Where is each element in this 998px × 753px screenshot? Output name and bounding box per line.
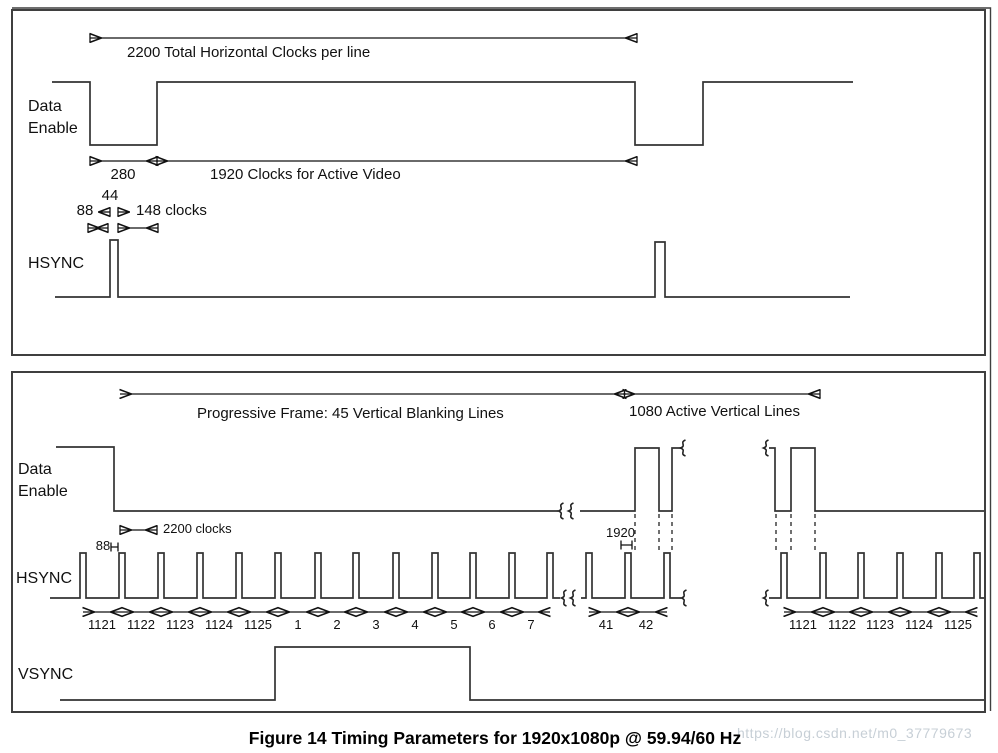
ticks-total: [89, 33, 638, 43]
line-number: 2: [333, 617, 341, 632]
ticks-88-148: [87, 223, 159, 233]
front-porch-88-label: 88: [76, 202, 94, 219]
active-vertical-lines-label: 1080 Active Vertical Lines: [629, 403, 800, 420]
line-number: 7: [527, 617, 535, 632]
data-enable-signal-label-bottom-1: Data: [18, 461, 52, 478]
sync-width-44-label: 44: [101, 187, 119, 204]
line-number: 1121: [789, 617, 817, 632]
line-number: 1122: [127, 617, 155, 632]
data-enable-signal-label-top-1: Data: [28, 98, 62, 115]
hsync-waveform-bottom-left: [50, 552, 560, 599]
line-number: 1124: [205, 617, 233, 632]
line-number: 1125: [244, 617, 272, 632]
line-number: 1121: [88, 617, 116, 632]
bracket-1920: [620, 540, 633, 550]
hsync-waveform-bottom-mid: [581, 552, 681, 599]
vsync-waveform: [60, 646, 984, 701]
vertical-blanking-lines-label: Progressive Frame: 45 Vertical Blanking …: [197, 405, 504, 422]
blanking-280-label: 280: [110, 166, 136, 183]
total-horizontal-clocks-label: 2200 Total Horizontal Clocks per line: [127, 44, 371, 61]
line-number: 4: [411, 617, 419, 632]
ticks-44: [109, 207, 119, 217]
watermark-text: https://blog.csdn.net/m0_37779673: [737, 725, 973, 741]
data-enable-waveform-top: [52, 81, 853, 146]
ticks-blanking-active: [89, 156, 638, 166]
back-porch-148-label: 148 clocks: [136, 202, 207, 219]
data-enable-signal-label-bottom-2: Enable: [18, 483, 68, 500]
line-number: 1123: [166, 617, 194, 632]
data-enable-waveform-bottom-mid: [580, 447, 681, 512]
line-number: 1122: [828, 617, 856, 632]
line-number: 42: [638, 617, 654, 632]
line-number: 1124: [905, 617, 933, 632]
line-2200-clocks-label: 2200 clocks: [163, 521, 232, 536]
data-enable-signal-label-top-2: Enable: [28, 120, 78, 137]
vsync-signal-label: VSYNC: [18, 666, 74, 683]
line-number: 3: [372, 617, 380, 632]
line-number: 1123: [866, 617, 894, 632]
bottom-panel-border: [11, 371, 986, 713]
figure-caption: Figure 14 Timing Parameters for 1920x108…: [248, 728, 742, 748]
active-1920-clocks-label: 1920 Clocks for Active Video: [210, 166, 401, 183]
active-1920-label: 1920: [606, 525, 635, 540]
alignment-dashed-lines: [634, 514, 816, 552]
hsync-waveform-bottom-right: [769, 552, 984, 599]
hsync-signal-label-bottom: HSYNC: [16, 570, 73, 587]
line-number: 5: [450, 617, 458, 632]
line-number: 6: [488, 617, 496, 632]
data-enable-waveform-bottom-left: [56, 446, 558, 512]
hsync-delay-88-label: 88: [95, 538, 111, 553]
hsync-waveform-top: [55, 239, 850, 298]
line-number: 41: [598, 617, 614, 632]
ticks-2200-clocks: [119, 525, 158, 535]
top-panel-border: [11, 9, 986, 356]
ticks-vertical-arrows: [623, 389, 821, 399]
data-enable-waveform-bottom-right: [769, 447, 984, 512]
outer-frame-line: [12, 7, 992, 711]
hsync-signal-label-top: HSYNC: [28, 255, 85, 272]
line-number: 1: [294, 617, 302, 632]
bracket-88: [110, 542, 119, 552]
line-number: 1125: [944, 617, 972, 632]
